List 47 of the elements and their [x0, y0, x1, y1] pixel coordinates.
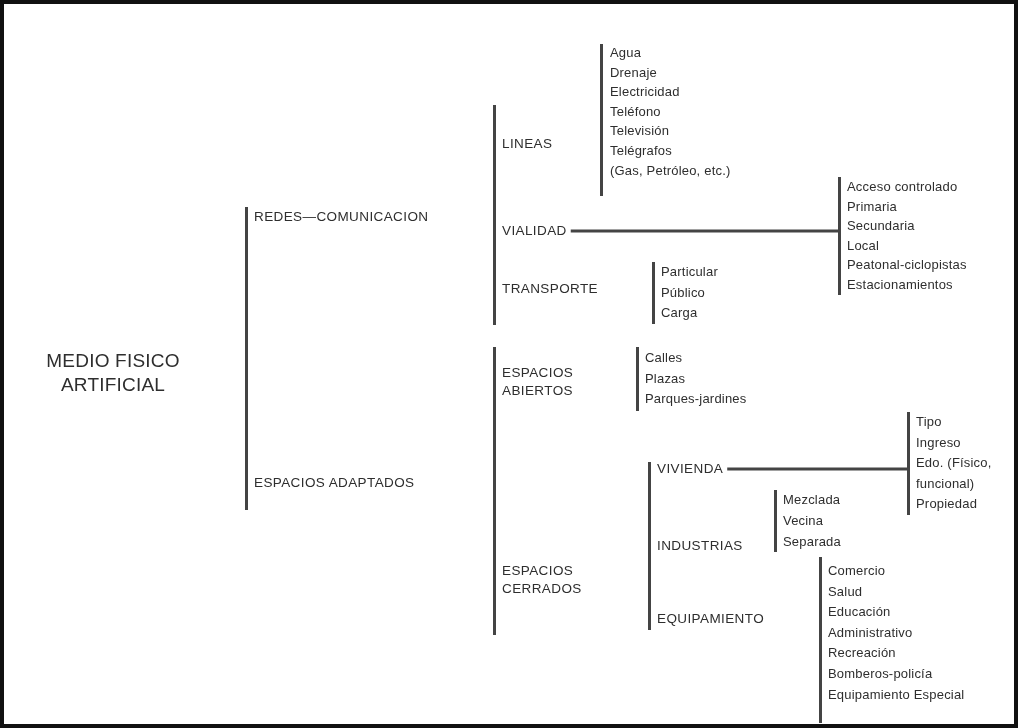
item-label: Drenaje [610, 64, 657, 81]
item-label: Secundaria [847, 217, 916, 236]
item-label: Local [847, 236, 881, 255]
bracketed-list [838, 177, 967, 295]
item-label: Teléfono [610, 103, 661, 120]
item-label: Acceso controlado [847, 178, 959, 196]
item-label: Recreación [828, 645, 896, 662]
item-label: Edo. (Físico, funcional) [916, 454, 993, 493]
connector-line [570, 229, 838, 233]
category-label: LINEAS [502, 136, 553, 152]
item-label: Vecina [783, 513, 824, 529]
item-label: Primaria [847, 197, 898, 216]
item-label: Administrativo [828, 624, 913, 641]
category-label: REDES—COMUNICACION [254, 209, 429, 225]
item-label: Particular [661, 264, 718, 280]
item-label: Mezclada [783, 492, 841, 508]
item-label: Educación [828, 604, 891, 621]
category-label: ESPACIOS CERRADOS [502, 562, 583, 598]
item-label: Peatonal-ciclopistas [847, 256, 967, 275]
item-label: Parques-jardines [645, 391, 747, 407]
connector-line [727, 467, 907, 471]
category-label: EQUIPAMIENTO [657, 611, 765, 627]
item-label: Carga [661, 305, 698, 321]
item-label: Electricidad [610, 84, 680, 101]
item-label: Estacionamientos [847, 275, 954, 294]
item-label: Televisión [610, 123, 670, 140]
category-label: VIVIENDA [657, 461, 724, 477]
item-label: Separada [783, 534, 841, 550]
category-label: TRANSPORTE [502, 281, 598, 297]
item-label: Ingreso [916, 433, 962, 452]
category-label: INDUSTRIAS [657, 538, 743, 554]
item-label: Equipamiento Especial [828, 686, 965, 703]
root-heading: MEDIO FISICO ARTIFICIAL [45, 349, 181, 397]
item-label: Tipo [916, 413, 943, 431]
item-label: Comercio [828, 563, 886, 579]
item-label: Telégrafos [610, 143, 672, 159]
item-label: Agua [610, 45, 642, 61]
category-label: ESPACIOS ABIERTOS [502, 364, 575, 400]
item-label: Propiedad [916, 495, 979, 513]
item-label: (Gas, Petróleo, etc.) [610, 162, 731, 179]
category-label: ESPACIOS ADAPTADOS [254, 475, 415, 491]
item-label: Plazas [645, 370, 686, 387]
item-label: Público [661, 284, 706, 301]
category-label: VIALIDAD [502, 223, 567, 239]
item-label: Calles [645, 350, 683, 366]
item-label: Salud [828, 583, 863, 600]
item-label: Bomberos-policía [828, 666, 933, 682]
